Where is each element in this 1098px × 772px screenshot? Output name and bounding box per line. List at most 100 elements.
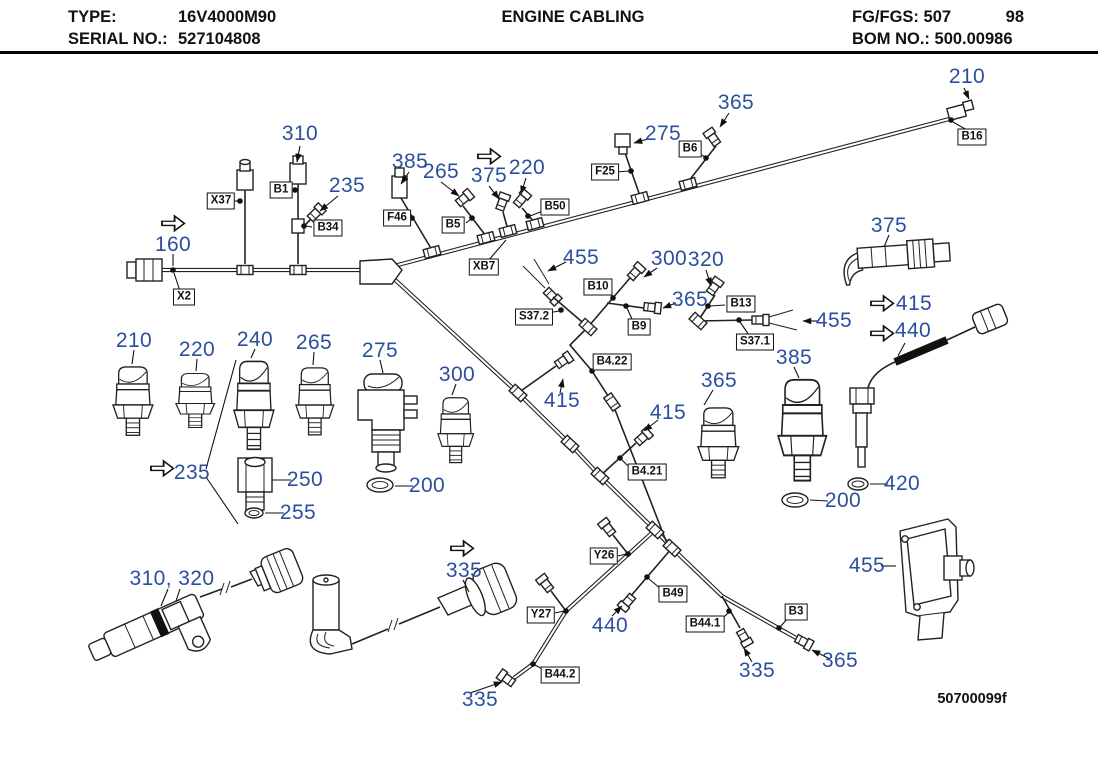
connector-label-b13: B13 xyxy=(726,295,756,313)
callout-200-left: 200 xyxy=(408,474,446,497)
connector-label-f46: F46 xyxy=(383,209,411,227)
title-block-left: TYPE: 16V4000M90 SERIAL NO.: 527104808 xyxy=(68,6,276,50)
callout-310-320: 310, 320 xyxy=(129,567,215,590)
stub-y26 xyxy=(596,516,629,555)
callout-415-lower: 415 xyxy=(649,401,687,424)
callout-385-top: 385 xyxy=(391,150,429,173)
sensor-220 xyxy=(175,372,216,429)
callout-415-upper: 415 xyxy=(543,389,581,412)
drawing-title: ENGINE CABLING xyxy=(501,8,645,26)
fg-value: 507 xyxy=(923,8,952,26)
connector-label-x37: X37 xyxy=(206,192,236,210)
callout-265-top: 265 xyxy=(422,160,460,183)
callout-335-bottomleft: 335 xyxy=(461,688,499,711)
direction-arrow-335 xyxy=(450,540,475,557)
probe-440 xyxy=(849,303,1009,468)
direction-arrow-415 xyxy=(870,295,895,312)
drawing-number: 50700099f xyxy=(937,691,1007,707)
direction-arrow-440 xyxy=(870,325,895,342)
branch-b1-310 xyxy=(289,155,327,276)
direction-arrow-235 xyxy=(150,460,175,477)
callout-265-part: 265 xyxy=(295,331,333,354)
fg-value2: 98 xyxy=(1005,8,1024,26)
o-ring-200-right xyxy=(781,492,809,508)
connector-label-b50: B50 xyxy=(540,198,570,216)
direction-arrow-160 xyxy=(161,215,186,232)
junction-dots xyxy=(170,117,954,667)
connector-label-b16: B16 xyxy=(957,128,987,146)
sensor-275 xyxy=(357,373,418,473)
o-ring-420 xyxy=(847,477,869,491)
box-455 xyxy=(899,518,975,641)
harness-end-connector-x2 xyxy=(126,258,163,282)
connector-label-x2: X2 xyxy=(172,288,196,306)
callout-455-midleft: 455 xyxy=(562,246,600,269)
connector-label-xb7: XB7 xyxy=(468,258,500,276)
connector-label-y27: Y27 xyxy=(526,606,556,624)
connector-label-f25: F25 xyxy=(591,163,619,181)
callout-275-top: 275 xyxy=(644,122,682,145)
branch-xb7-375 xyxy=(493,191,512,231)
sensor-assembly-335 xyxy=(309,562,518,655)
callout-455-midright: 455 xyxy=(815,309,853,332)
end-connector-335-bottom-left xyxy=(495,668,518,689)
connector-label-b44-2: B44.2 xyxy=(540,666,580,684)
callout-200-right: 200 xyxy=(824,489,862,512)
connector-label-y26: Y26 xyxy=(589,547,619,565)
stub-y27 xyxy=(534,572,567,612)
callout-275-part: 275 xyxy=(361,339,399,362)
bom-value: 500.00986 xyxy=(934,30,1013,48)
callout-220-part: 220 xyxy=(178,338,216,361)
connector-label-b49: B49 xyxy=(658,585,688,603)
callout-420: 420 xyxy=(883,472,921,495)
connector-label-s37-1: S37.1 xyxy=(735,333,775,351)
callout-210-topright: 210 xyxy=(948,65,986,88)
sensor-265 xyxy=(295,367,335,436)
serial-label: SERIAL NO.: xyxy=(68,30,168,48)
sensor-365 xyxy=(697,407,740,479)
type-value: 16V4000M90 xyxy=(178,8,277,26)
callout-440-bottom: 440 xyxy=(591,614,629,637)
stub-415-upper xyxy=(517,350,575,394)
connector-label-b9: B9 xyxy=(627,318,651,336)
callout-375-right: 375 xyxy=(870,214,908,237)
callout-210-part: 210 xyxy=(115,329,153,352)
fg-label: FG/FGS: xyxy=(852,8,919,26)
harness-end-connector-210 xyxy=(945,99,975,122)
connector-label-b6: B6 xyxy=(678,140,702,158)
callout-440-arrowrow: 440 xyxy=(894,319,932,342)
connector-label-b44-1: B44.1 xyxy=(685,615,725,633)
callout-385-part: 385 xyxy=(775,346,813,369)
callout-235-part: 235 xyxy=(173,461,211,484)
connector-label-b1: B1 xyxy=(269,181,293,199)
speed-sensor-310-320 xyxy=(88,548,304,661)
callout-365-mid: 365 xyxy=(671,288,709,311)
adapter-250 xyxy=(237,456,273,511)
callout-235-top: 235 xyxy=(328,174,366,197)
harness-split-block xyxy=(359,258,403,285)
callout-415-arrowrow: 415 xyxy=(895,292,933,315)
connector-label-b34: B34 xyxy=(313,219,343,237)
callout-365-top: 365 xyxy=(717,91,755,114)
header-divider-rule xyxy=(0,51,1098,54)
callout-250-part: 250 xyxy=(286,468,324,491)
connector-375-right xyxy=(843,238,951,286)
callout-375-top: 375 xyxy=(470,164,508,187)
callout-365-bottom: 365 xyxy=(821,649,859,672)
callout-300-mid: 300 xyxy=(650,247,688,270)
callout-310: 310 xyxy=(281,122,319,145)
branch-b6-365 xyxy=(687,126,723,183)
callout-365-part: 365 xyxy=(700,369,738,392)
callout-455-box: 455 xyxy=(848,554,886,577)
callout-255-part: 255 xyxy=(279,501,317,524)
sensor-240 xyxy=(233,360,275,451)
callout-320-mid: 320 xyxy=(687,248,725,271)
serial-value: 527104808 xyxy=(178,30,261,48)
connector-label-b3: B3 xyxy=(784,603,808,621)
o-ring-255 xyxy=(244,507,264,519)
connector-label-b4-22: B4.22 xyxy=(592,353,632,371)
branch-x37 xyxy=(236,158,254,276)
branch-b5-265 xyxy=(453,187,487,237)
